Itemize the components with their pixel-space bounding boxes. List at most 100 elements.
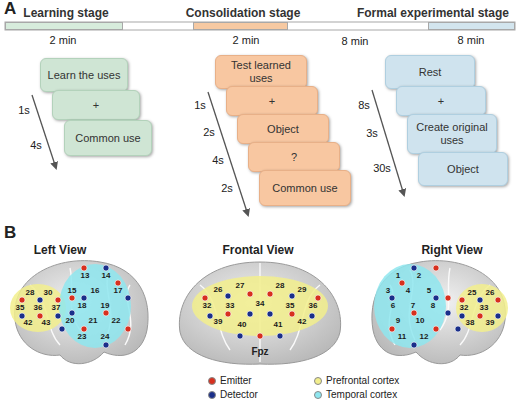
frontal-brain (179, 262, 340, 364)
detector-dot (225, 293, 231, 299)
emitter-dot (433, 265, 439, 271)
channel-number: 34 (256, 300, 265, 308)
detector-dot (37, 297, 43, 303)
stage-title: Formal experimental stage (357, 6, 509, 20)
detector-dot (69, 310, 75, 316)
temporal-region (374, 264, 446, 348)
channel-number: 11 (398, 333, 406, 341)
channel-number: 25 (468, 289, 477, 297)
screen-text: + (438, 95, 444, 108)
emitter-dot (115, 280, 121, 286)
emitter-dot (445, 295, 451, 301)
prefrontal-region (10, 284, 66, 332)
stage-duration: 2 min (233, 34, 260, 46)
legend-text: Temporal cortex (326, 389, 397, 401)
channel-number: 36 (309, 302, 318, 310)
emitter-dot (267, 291, 273, 297)
legend-text: Prefrontal cortex (326, 375, 399, 387)
channel-number: 15 (68, 287, 77, 295)
channel-number: 28 (276, 282, 285, 290)
emitter-dot (125, 326, 131, 332)
channel-number: 42 (298, 318, 307, 326)
channel-number: 24 (101, 333, 110, 341)
screen-text: + (269, 95, 275, 108)
emitter-dot (69, 295, 75, 301)
detector-dot (309, 313, 315, 319)
detector-dot (389, 295, 395, 301)
time-label: 3s (366, 128, 378, 139)
trial-screen: Common use (259, 170, 351, 206)
channel-number: 1 (396, 272, 400, 280)
brain-outline (179, 262, 340, 364)
screen-text: Learn the uses (48, 69, 121, 82)
channel-number: 26 (486, 289, 495, 297)
time-label: 1s (18, 105, 30, 116)
view-title: Right View (421, 244, 482, 256)
channel-number: 36 (34, 304, 43, 312)
channel-number: 32 (203, 302, 212, 310)
legend-text: Emitter (220, 375, 252, 387)
channel-number: 5 (427, 287, 431, 295)
channel-number: 8 (431, 302, 435, 310)
channel-number: 21 (89, 317, 98, 325)
channel-number: 35 (16, 304, 25, 312)
time-label: 2s (221, 183, 233, 194)
screen-text: Object (267, 123, 299, 136)
channel-number: 30 (44, 289, 53, 297)
screen-text: Object (447, 163, 479, 176)
trial-screen: Common use (64, 120, 152, 156)
detector-dot (289, 293, 295, 299)
detector-dot (411, 342, 417, 348)
prefrontal-region (192, 276, 328, 336)
emitter-dot (399, 280, 405, 286)
emitter-dot (81, 326, 87, 332)
channel-number: 16 (91, 287, 100, 295)
detector-dot (237, 333, 243, 339)
view-title: Left View (34, 244, 86, 256)
detector-dot (55, 313, 61, 319)
trial-screen: Rest (385, 55, 475, 89)
channel-number: 23 (78, 333, 87, 341)
stage-title: Learning stage (23, 6, 108, 20)
channel-number: 4 (406, 287, 410, 295)
detector-dot (59, 326, 65, 332)
stage-duration: 2 min (50, 34, 77, 46)
channel-number: 42 (24, 319, 33, 327)
channel-number: 18 (78, 302, 87, 310)
detector-dot (277, 333, 283, 339)
detector-dot (433, 295, 439, 301)
time-label: 4s (30, 140, 42, 151)
time-label: 8 min (342, 36, 369, 47)
temporal-region (59, 264, 131, 348)
channel-number: 29 (298, 286, 307, 294)
legend-swatch (208, 377, 216, 385)
channel-number: 13 (81, 272, 90, 280)
trial-screen: Learn the uses (40, 58, 128, 92)
emitter-dot (389, 326, 395, 332)
channel-number: 2 (417, 272, 421, 280)
stage-title: Consolidation stage (186, 6, 301, 20)
trial-screen: Create original uses (407, 114, 497, 154)
electrode-label: Fpz (251, 347, 268, 357)
time-label: 8s (358, 100, 370, 111)
screen-text: Common use (272, 182, 337, 195)
emitter-dot (103, 310, 109, 316)
stage-segment: Learning stage2 min (5, 22, 123, 30)
channel-number: 6 (391, 302, 395, 310)
stage-segment: Formal experimental stage8 min (428, 22, 515, 30)
trial-screen: Object (237, 114, 329, 144)
emitter-dot (411, 310, 417, 316)
channel-number: 12 (420, 333, 429, 341)
screen-text: Common use (75, 132, 140, 145)
channel-number: 32 (460, 304, 469, 312)
panel-letter: A (4, 0, 16, 17)
channel-number: 27 (236, 282, 245, 290)
detector-dot (103, 265, 109, 271)
channel-number: 39 (214, 318, 223, 326)
stage-duration: 8 min (458, 34, 485, 46)
detector-dot (103, 342, 109, 348)
detector-dot (267, 311, 273, 317)
trial-screen: Object (418, 152, 508, 186)
emitter-dot (247, 291, 253, 297)
detector-dot (81, 295, 87, 301)
